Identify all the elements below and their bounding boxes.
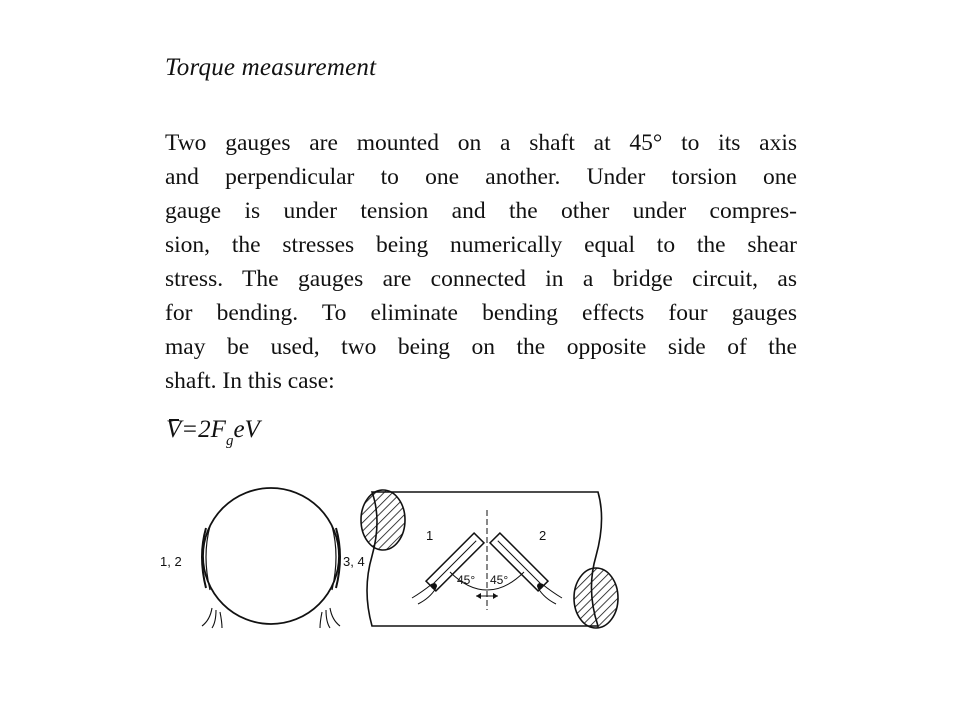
- gauge-2: [488, 531, 550, 593]
- paragraph-line: may be used, two being on the opposite s…: [165, 334, 797, 360]
- shaft-gauge-figure: 1, 2 3, 4: [150, 480, 650, 640]
- angle-label-right: 45°: [490, 573, 508, 587]
- shaft-side-view: 1 2 45° 45°: [360, 489, 619, 629]
- formula: V=2FgeV: [166, 416, 260, 449]
- paragraph-line: gauge is under tension and the other und…: [165, 198, 797, 224]
- hatched-section-right: [573, 567, 619, 629]
- paragraph-line: for bending. To eliminate bending effect…: [165, 300, 797, 326]
- gauge-1-label: 1: [426, 528, 433, 543]
- label-gauges-3-4: 3, 4: [343, 554, 365, 569]
- gauge-2-label: 2: [539, 528, 546, 543]
- paragraph: Two gauges are mounted on a shaft at 45°…: [165, 126, 797, 398]
- paragraph-line: and perpendicular to one another. Under …: [165, 164, 797, 190]
- section-heading: Torque measurement: [165, 54, 377, 81]
- paragraph-line: sion, the stresses being numerically equ…: [165, 232, 797, 258]
- paragraph-line: Two gauges are mounted on a shaft at 45°…: [165, 130, 797, 156]
- paragraph-line: shaft. In this case:: [165, 368, 335, 394]
- label-gauges-1-2: 1, 2: [160, 554, 182, 569]
- formula-subscript: g: [225, 433, 234, 449]
- paragraph-line: stress. The gauges are connected in a br…: [165, 266, 797, 292]
- formula-lhs: V: [166, 416, 182, 443]
- formula-rhs: eV: [233, 416, 260, 443]
- formula-equals: =2F: [181, 416, 226, 443]
- angle-label-left: 45°: [457, 573, 475, 587]
- hatched-section-left: [360, 489, 406, 551]
- shaft-cross-section: [201, 487, 341, 629]
- gauge-1: [424, 531, 486, 593]
- figure-svg: 1, 2 3, 4: [160, 487, 619, 629]
